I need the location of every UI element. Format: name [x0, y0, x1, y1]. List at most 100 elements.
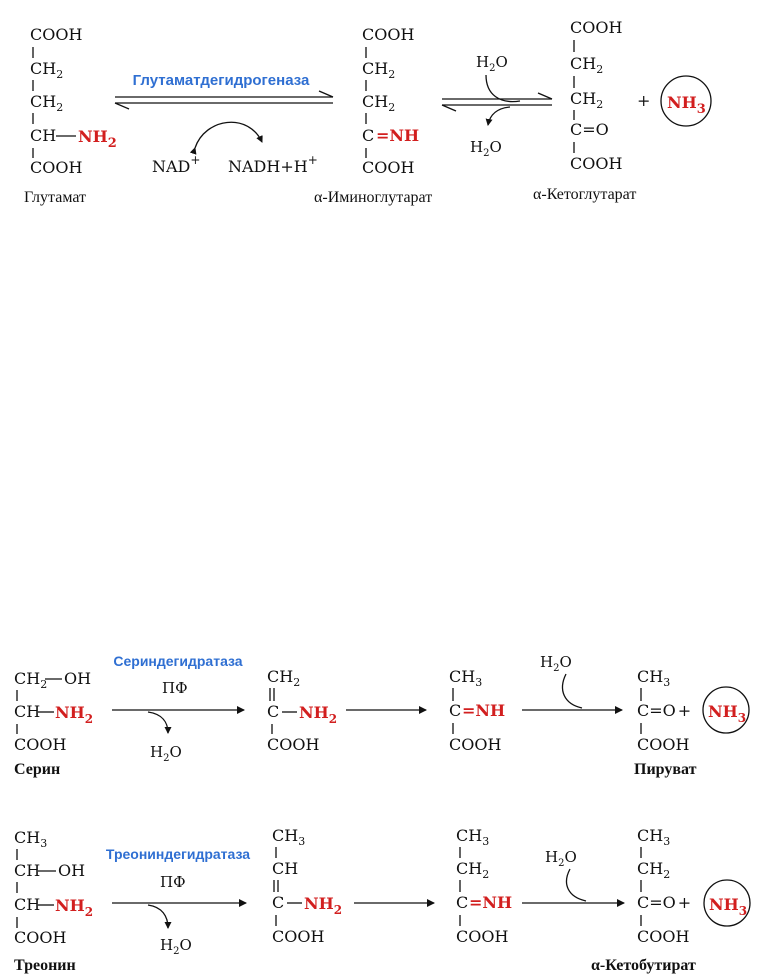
cooh-bottom: COOH [570, 154, 622, 173]
molecule-iminobutyrate: CH3 CH2 C =NH COOH [456, 826, 512, 946]
plus-sign: + [637, 91, 650, 110]
molecule-aminocrotonate: CH3 CH C NH2 COOH [272, 826, 342, 946]
ch-group: CH [14, 895, 40, 914]
pf-cofactor: ПФ [160, 873, 186, 891]
ch2-group: CH2 [362, 92, 395, 114]
ch2-group: CH2 [456, 859, 489, 881]
ch2-group: CH2 [267, 667, 300, 689]
h2o-out: H2O [470, 138, 502, 159]
amino-group: NH2 [304, 894, 342, 917]
c-atom: C [362, 126, 374, 145]
molecule-glutamate: COOH CH2 CH2 CH NH2 COOH Глутамат [24, 25, 117, 206]
reverse-arrowhead [441, 104, 457, 112]
keto-group: C=O [570, 120, 609, 139]
water-out-arrow [147, 904, 172, 929]
c-atom: C [449, 701, 461, 720]
c-atom: C [456, 893, 468, 912]
amino-group: NH2 [299, 703, 337, 726]
molecule-iminoglutarate: COOH CH2 CH2 C =NH COOH α-Иминоглутарат [314, 25, 432, 206]
cooh: COOH [14, 735, 66, 754]
ch2-group: CH2 [570, 89, 603, 111]
amino-group: NH2 [55, 703, 93, 726]
ch3-group: CH3 [272, 826, 305, 848]
molecule-serine: CH2 OH CH NH2 COOH Серин [14, 669, 93, 778]
ch-group: CH [14, 702, 40, 721]
nadh-label: NADH+H+ [228, 153, 318, 176]
name-ketobutyrate: α-Кетобутират [591, 957, 696, 974]
ch3-group: CH3 [14, 828, 47, 850]
c-atom: C [272, 893, 284, 912]
h2o-in: H2O [476, 53, 508, 74]
h2o-in: H2O [545, 848, 577, 869]
ch3-group: CH3 [456, 826, 489, 848]
cooh: COOH [637, 735, 689, 754]
enzyme-label: Глутаматдегидрогеназа [133, 72, 310, 89]
forward-arrowhead [537, 92, 553, 100]
ch2-group: CH2 [30, 92, 63, 114]
forward-arrowhead [318, 90, 334, 98]
molecule-threonine: CH3 CH OH CH NH2 COOH Треонин [14, 828, 93, 974]
cofactor-curved-arrow [189, 121, 263, 155]
h2o-in: H2O [540, 653, 572, 674]
water-in-arrow [565, 868, 587, 902]
amino-group: NH2 [55, 896, 93, 919]
h2o-out: H2O [150, 743, 182, 764]
ammonia-circle [703, 879, 751, 927]
hydroxyl: OH [58, 861, 85, 880]
water-out-arrow [147, 711, 172, 734]
name-serine: Серин [14, 761, 60, 778]
cooh-bottom: COOH [30, 158, 82, 177]
nad-label: NAD+ [152, 153, 200, 176]
molecule-iminopropionate: CH3 C =NH COOH [449, 667, 505, 754]
cooh: COOH [272, 927, 324, 946]
molecule-ketobutyrate: CH3 CH2 C=O+ COOH α-Кетобутират [591, 826, 696, 974]
water-in-arrow [561, 673, 583, 709]
cooh: COOH [449, 735, 501, 754]
cooh: COOH [637, 927, 689, 946]
ch3-group: CH3 [637, 667, 670, 689]
ch-group: CH [30, 126, 56, 145]
molecule-aminoacrylate: CH2 C NH2 COOH [267, 667, 337, 754]
cooh: COOH [14, 928, 66, 947]
cooh-top: COOH [570, 18, 622, 37]
hydroxyl: OH [64, 669, 91, 688]
keto-group: C=O+ [637, 893, 691, 912]
ch2-group: CH2 [14, 669, 47, 691]
cooh-top: COOH [30, 25, 82, 44]
reaction-glutamate-dehydrogenase: COOH CH2 CH2 CH NH2 COOH Глутамат Глутам… [24, 18, 712, 206]
ammonia-circle [702, 686, 750, 734]
ammonia: NH3 [667, 93, 706, 117]
enzyme-label: Треониндегидратаза [106, 846, 250, 862]
ch3-group: CH3 [637, 826, 670, 848]
cooh-bottom: COOH [362, 158, 414, 177]
c-atom: C [267, 702, 279, 721]
imino-group: =NH [462, 701, 505, 720]
ch2-group: CH2 [570, 54, 603, 76]
ammonia: NH3 [708, 702, 746, 725]
water-out-arrow [485, 106, 511, 126]
name-pyruvate: Пируват [634, 761, 697, 778]
pf-cofactor: ПФ [162, 679, 188, 697]
molecule-pyruvate: CH3 C=O+ COOH Пируват [634, 667, 697, 778]
ammonia-circle [660, 75, 712, 127]
cooh: COOH [456, 927, 508, 946]
name-iminoglutarate: α-Иминоглутарат [314, 189, 432, 206]
name-threonine: Треонин [14, 957, 76, 974]
imino-group: =NH [469, 893, 512, 912]
reaction-serine-dehydratase: CH2 OH CH NH2 COOH Серин Сериндегидратаз… [14, 653, 750, 778]
ch-group: CH [272, 859, 298, 878]
name-glutamate: Глутамат [24, 189, 86, 206]
ammonia: NH3 [709, 895, 747, 918]
amino-group: NH2 [78, 127, 117, 151]
enzyme-label: Сериндегидратаза [113, 653, 242, 669]
reaction-threonine-dehydratase: CH3 CH OH CH NH2 COOH Треонин Треониндег… [14, 826, 751, 974]
ch2-group: CH2 [362, 59, 395, 81]
ch2-group: CH2 [637, 859, 670, 881]
cooh: COOH [267, 735, 319, 754]
molecule-ketoglutarate: COOH CH2 CH2 C=O COOH α-Кетоглутарат [533, 18, 636, 203]
reverse-arrowhead [114, 102, 130, 110]
name-ketoglutarate: α-Кетоглутарат [533, 186, 636, 203]
ch3-group: CH3 [449, 667, 482, 689]
ch-group: CH [14, 861, 40, 880]
